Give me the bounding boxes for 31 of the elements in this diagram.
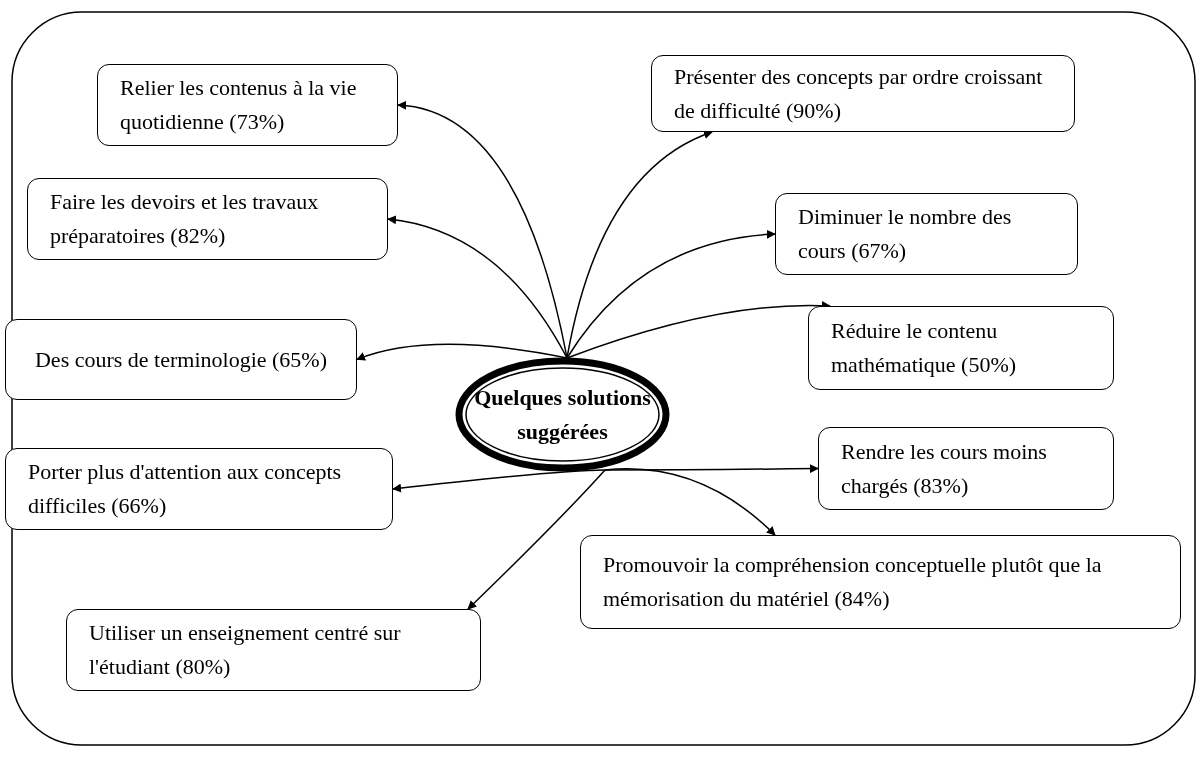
node-text: Faire les devoirs et les travaux préparatoires (82%) bbox=[50, 188, 320, 250]
node-text: Quelques solutions suggérées bbox=[473, 383, 652, 446]
arrow bbox=[467, 469, 606, 610]
solution-box bbox=[775, 193, 1078, 275]
arrow bbox=[566, 301, 831, 359]
arrow bbox=[566, 230, 776, 359]
solution-box bbox=[808, 306, 1114, 390]
node-text: Présenter des concepts par ordre croissant de difficulté (90%) bbox=[674, 62, 1044, 125]
node-text: Utiliser un enseignement centré sur l'étudiant (80%) bbox=[89, 619, 402, 681]
solution-box bbox=[5, 448, 393, 530]
solution-box bbox=[580, 535, 1181, 629]
arrow bbox=[397, 101, 568, 359]
arrow bbox=[604, 468, 776, 536]
arrow bbox=[356, 343, 568, 361]
solution-box bbox=[818, 427, 1114, 510]
solution-box bbox=[651, 55, 1075, 132]
arrow bbox=[387, 215, 568, 359]
node-text: Promouvoir la compréhension conceptuelle plutôt que la mémorisation du matériel (84%) bbox=[603, 551, 1103, 613]
node-text: Réduire le contenu mathématique (50%) bbox=[831, 317, 1018, 379]
solution-box bbox=[27, 178, 388, 260]
solution-box bbox=[66, 609, 481, 691]
node-text: Rendre les cours moins chargés (83%) bbox=[841, 437, 1048, 500]
node-text: Porter plus d'attention aux concepts difficiles (66%) bbox=[28, 458, 343, 520]
node-text: Relier les contenus à la vie quotidienne (73%) bbox=[120, 74, 358, 136]
arrow bbox=[566, 130, 713, 359]
solution-box bbox=[97, 64, 398, 146]
node-text: Diminuer le nombre des cours (67%) bbox=[798, 203, 1013, 265]
ellipse-node bbox=[455, 357, 670, 472]
arrow bbox=[392, 469, 606, 493]
node-text: Des cours de terminologie (65%) bbox=[35, 345, 327, 374]
solution-box bbox=[5, 319, 357, 400]
